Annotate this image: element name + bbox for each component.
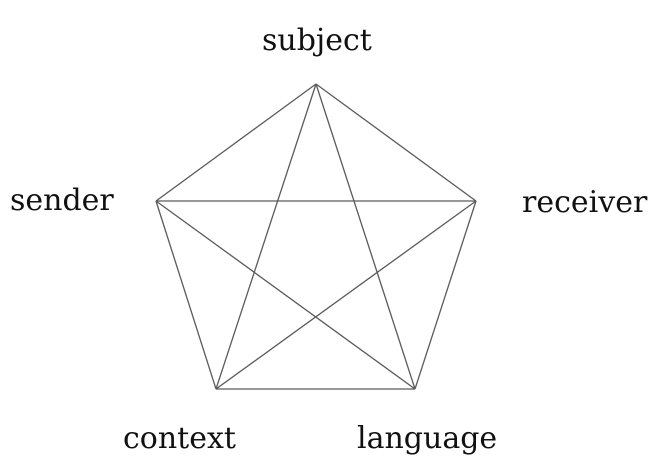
edge-sender-subject <box>155 83 317 202</box>
node-label-receiver: receiver <box>522 185 648 220</box>
edge-group <box>155 83 477 390</box>
node-label-subject: subject <box>262 23 372 58</box>
node-label-sender: sender <box>10 183 114 218</box>
edge-sender-language <box>155 200 416 390</box>
edge-subject-receiver <box>315 83 477 202</box>
edge-subject-language <box>315 83 416 390</box>
node-label-context: context <box>123 421 236 456</box>
edge-receiver-language <box>414 200 477 390</box>
edge-receiver-context <box>215 200 477 390</box>
edge-context-sender <box>155 200 217 390</box>
node-label-language: language <box>357 421 498 456</box>
edge-subject-context <box>215 83 317 390</box>
